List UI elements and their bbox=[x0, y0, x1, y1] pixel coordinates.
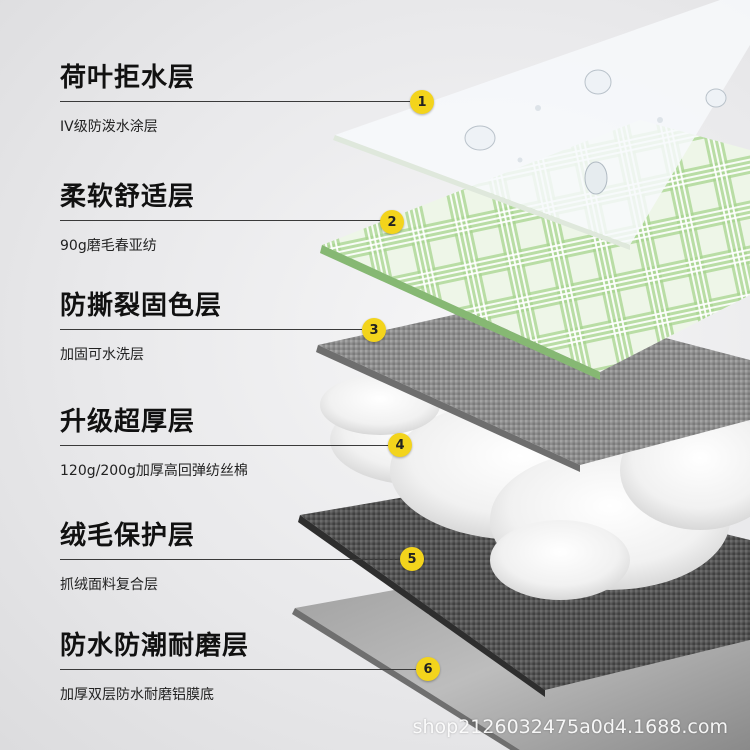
layer-2-title: 柔软舒适层 bbox=[60, 182, 196, 212]
layer-5-badge: 5 bbox=[400, 547, 424, 571]
layer-1-badge: 1 bbox=[410, 90, 434, 114]
layer-1-desc: IV级防泼水涂层 bbox=[60, 119, 158, 135]
layer-6-label: 防水防潮耐磨层 加厚双层防水耐磨铝膜底 bbox=[60, 630, 420, 703]
layer-5-connector bbox=[60, 559, 402, 560]
layer-5-title: 绒毛保护层 bbox=[60, 521, 196, 551]
layer-6-desc: 加厚双层防水耐磨铝膜底 bbox=[60, 687, 214, 703]
layer-3-label: 防撕裂固色层 加固可水洗层 bbox=[60, 290, 420, 363]
layer-3-title: 防撕裂固色层 bbox=[60, 291, 223, 321]
layer-5-label: 绒毛保护层 抓绒面料复合层 bbox=[60, 520, 420, 593]
layer-2-connector bbox=[60, 220, 382, 221]
shop-watermark: shop2126032475a0d4.1688.com bbox=[412, 716, 728, 738]
layer-6-title: 防水防潮耐磨层 bbox=[60, 631, 250, 661]
layer-4-badge: 4 bbox=[388, 433, 412, 457]
layer-2-label: 柔软舒适层 90g磨毛春亚纺 bbox=[60, 181, 420, 254]
layer-4-label: 升级超厚层 120g/200g加厚高回弹纺丝棉 bbox=[60, 406, 420, 479]
layer-4-desc: 120g/200g加厚高回弹纺丝棉 bbox=[60, 463, 248, 479]
layer-1-title: 荷叶拒水层 bbox=[60, 63, 196, 93]
layer-2-desc: 90g磨毛春亚纺 bbox=[60, 238, 157, 254]
coating-layer bbox=[333, 0, 750, 250]
layer-3-badge: 3 bbox=[362, 318, 386, 342]
layer-6-badge: 6 bbox=[416, 657, 440, 681]
layer-3-desc: 加固可水洗层 bbox=[60, 347, 144, 363]
layer-1-label: 荷叶拒水层 IV级防泼水涂层 bbox=[60, 62, 420, 135]
layer-3-connector bbox=[60, 329, 362, 330]
layer-2-badge: 2 bbox=[380, 210, 404, 234]
layer-6-connector bbox=[60, 669, 416, 670]
layer-4-title: 升级超厚层 bbox=[60, 407, 196, 437]
layer-5-desc: 抓绒面料复合层 bbox=[60, 577, 158, 593]
layer-4-connector bbox=[60, 445, 390, 446]
layer-1-connector bbox=[60, 101, 410, 102]
